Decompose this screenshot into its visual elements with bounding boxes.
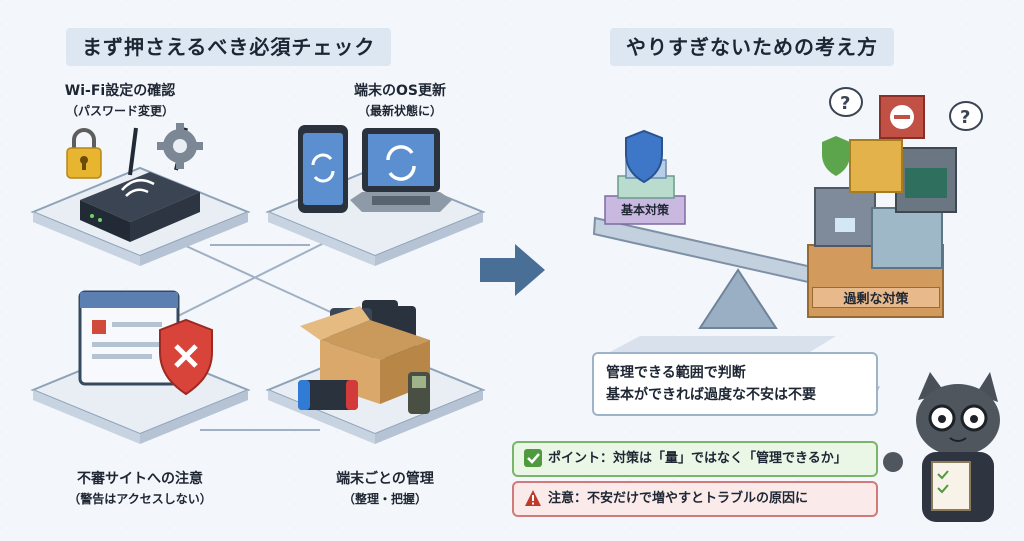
question-bubble-icon: ? [949,101,983,131]
speech-bubble: 管理できる範囲で判断 基本ができれば過度な不安は不要 [592,352,878,416]
check-title: 不審サイトへの注意 [77,471,203,487]
speech-line-2: 基本ができれば過度な不安は不要 [606,387,816,403]
smartphone-update-icon [298,125,348,213]
caution-callout: 注意：不安だけで増やすとトラブルの原因に [512,481,878,517]
laptop-update-icon [350,128,452,212]
device-box-icon [298,300,430,414]
cat-mascot-icon [883,372,1000,522]
caution-text: 注意：不安だけで増やすとトラブルの原因に [548,491,809,506]
check-sub: （パスワード変更） [65,104,174,118]
point-text: ポイント：対策は「量」ではなく「管理できるか」 [548,451,847,466]
padlock-icon [66,128,102,179]
right-heading: やりすぎないための考え方 [610,28,894,66]
check-os-label: 端末のOS更新 （最新状態に） [300,80,500,119]
excess-stack [807,95,957,318]
flow-arrow-icon [480,244,545,296]
basic-measures-label: 基本対策 [620,203,669,217]
question-bubble-icon: ? [829,87,863,117]
check-title: 端末ごとの管理 [336,471,434,487]
warning-icon [525,489,541,506]
speech-line-1: 管理できる範囲で判断 [606,365,746,381]
check-sub: （警告はアクセスしない） [68,492,212,506]
shield-x-icon [159,318,213,396]
check-wifi-label: Wi-Fi設定の確認 （パスワード変更） [20,80,220,119]
check-suspicious-label: 不審サイトへの注意 （警告はアクセスしない） [30,468,250,507]
check-devices-label: 端末ごとの管理 （整理・把握） [285,468,485,507]
gear-icon [157,123,203,169]
excess-measures-label: 過剰な対策 [812,287,940,308]
svg-text:?: ? [960,107,970,128]
check-sub: （最新状態に） [357,104,442,118]
svg-text:?: ? [840,93,850,114]
point-callout: ポイント：対策は「量」ではなく「管理できるか」 [512,441,878,477]
check-title: Wi-Fi設定の確認 [64,83,176,99]
check-icon [524,448,542,467]
shield-check-icon [625,129,663,184]
check-sub: （整理・把握） [342,492,427,506]
check-title: 端末のOS更新 [354,83,446,99]
left-heading: まず押さえるべき必須チェック [66,28,392,66]
